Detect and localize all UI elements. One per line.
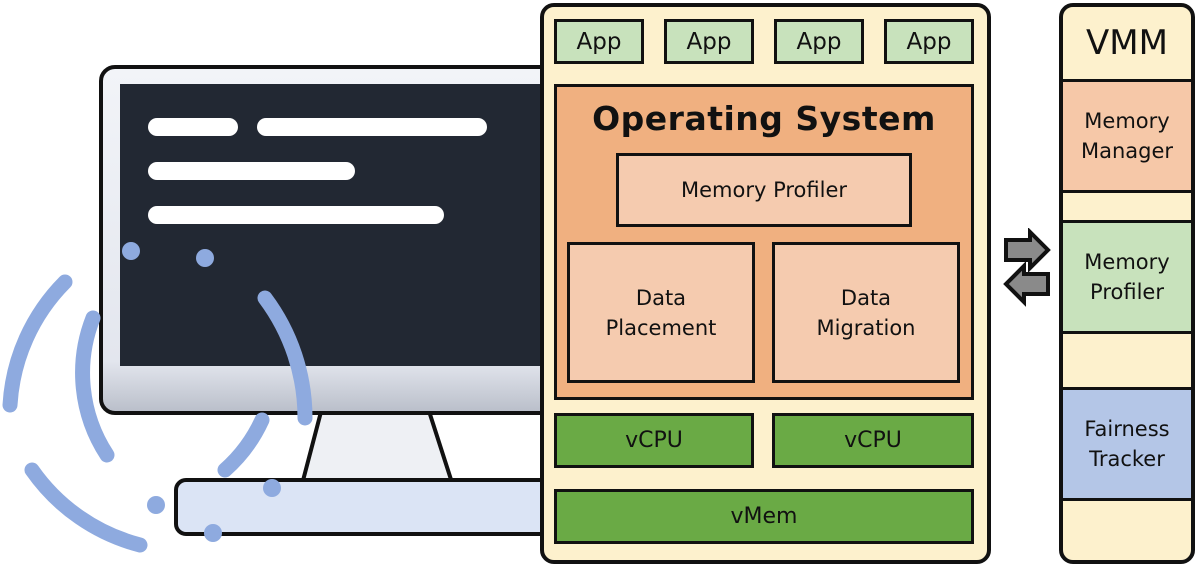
bidirectional-arrows-icon xyxy=(1003,228,1051,307)
arrow-left-icon xyxy=(1003,261,1050,307)
signal-arc xyxy=(24,462,148,553)
os-memory-profiler-box: Memory Profiler xyxy=(616,153,912,227)
screen-line xyxy=(257,118,487,136)
signal-dots xyxy=(122,242,281,542)
app-box-4: App xyxy=(884,19,974,64)
app-box-3: App xyxy=(774,19,864,64)
fairness-tracker-label: Fairness Tracker xyxy=(1084,417,1170,471)
signal-arc xyxy=(2,274,73,413)
app-box-1: App xyxy=(554,19,644,64)
app-label: App xyxy=(576,28,622,55)
os-title: Operating System xyxy=(592,98,936,138)
vcpu-label: vCPU xyxy=(844,428,902,453)
vcpu-label: vCPU xyxy=(625,428,683,453)
data-placement-label: Data Placement xyxy=(605,285,717,340)
app-label: App xyxy=(686,28,732,55)
data-migration-box: Data Migration xyxy=(772,242,960,383)
vmem-box: vMem xyxy=(554,489,974,544)
vcpu-box-1: vCPU xyxy=(554,413,754,468)
app-box-2: App xyxy=(664,19,754,64)
screen-text-lines xyxy=(148,118,487,224)
vmm-frame: VMM Memory Manager Memory Profiler Fairn… xyxy=(1059,3,1195,564)
data-placement-box: Data Placement xyxy=(567,242,755,383)
vmm-memory-profiler-label: Memory Profiler xyxy=(1084,250,1170,304)
signal-arc xyxy=(75,310,115,463)
data-migration-label: Data Migration xyxy=(816,285,916,340)
vmm-title: VMM xyxy=(1086,23,1168,63)
vmem-label: vMem xyxy=(730,504,798,529)
fairness-tracker-box: Fairness Tracker xyxy=(1063,387,1191,501)
vmm-memory-profiler-box: Memory Profiler xyxy=(1063,220,1191,334)
arrow-right-icon xyxy=(1004,228,1051,273)
memory-manager-box: Memory Manager xyxy=(1063,79,1191,193)
signal-arcs xyxy=(2,274,313,553)
os-memory-profiler-label: Memory Profiler xyxy=(680,178,847,202)
screen-line xyxy=(148,118,238,136)
app-label: App xyxy=(906,28,952,55)
monitor-illustration-icon xyxy=(2,65,560,553)
memory-manager-label: Memory Manager xyxy=(1080,109,1174,163)
vcpu-box-2: vCPU xyxy=(772,413,974,468)
signal-arc xyxy=(257,290,313,426)
app-label: App xyxy=(796,28,842,55)
signal-arc xyxy=(217,412,270,478)
monitor-base xyxy=(174,478,560,536)
screen-line xyxy=(148,206,444,224)
screen-line xyxy=(148,162,355,180)
